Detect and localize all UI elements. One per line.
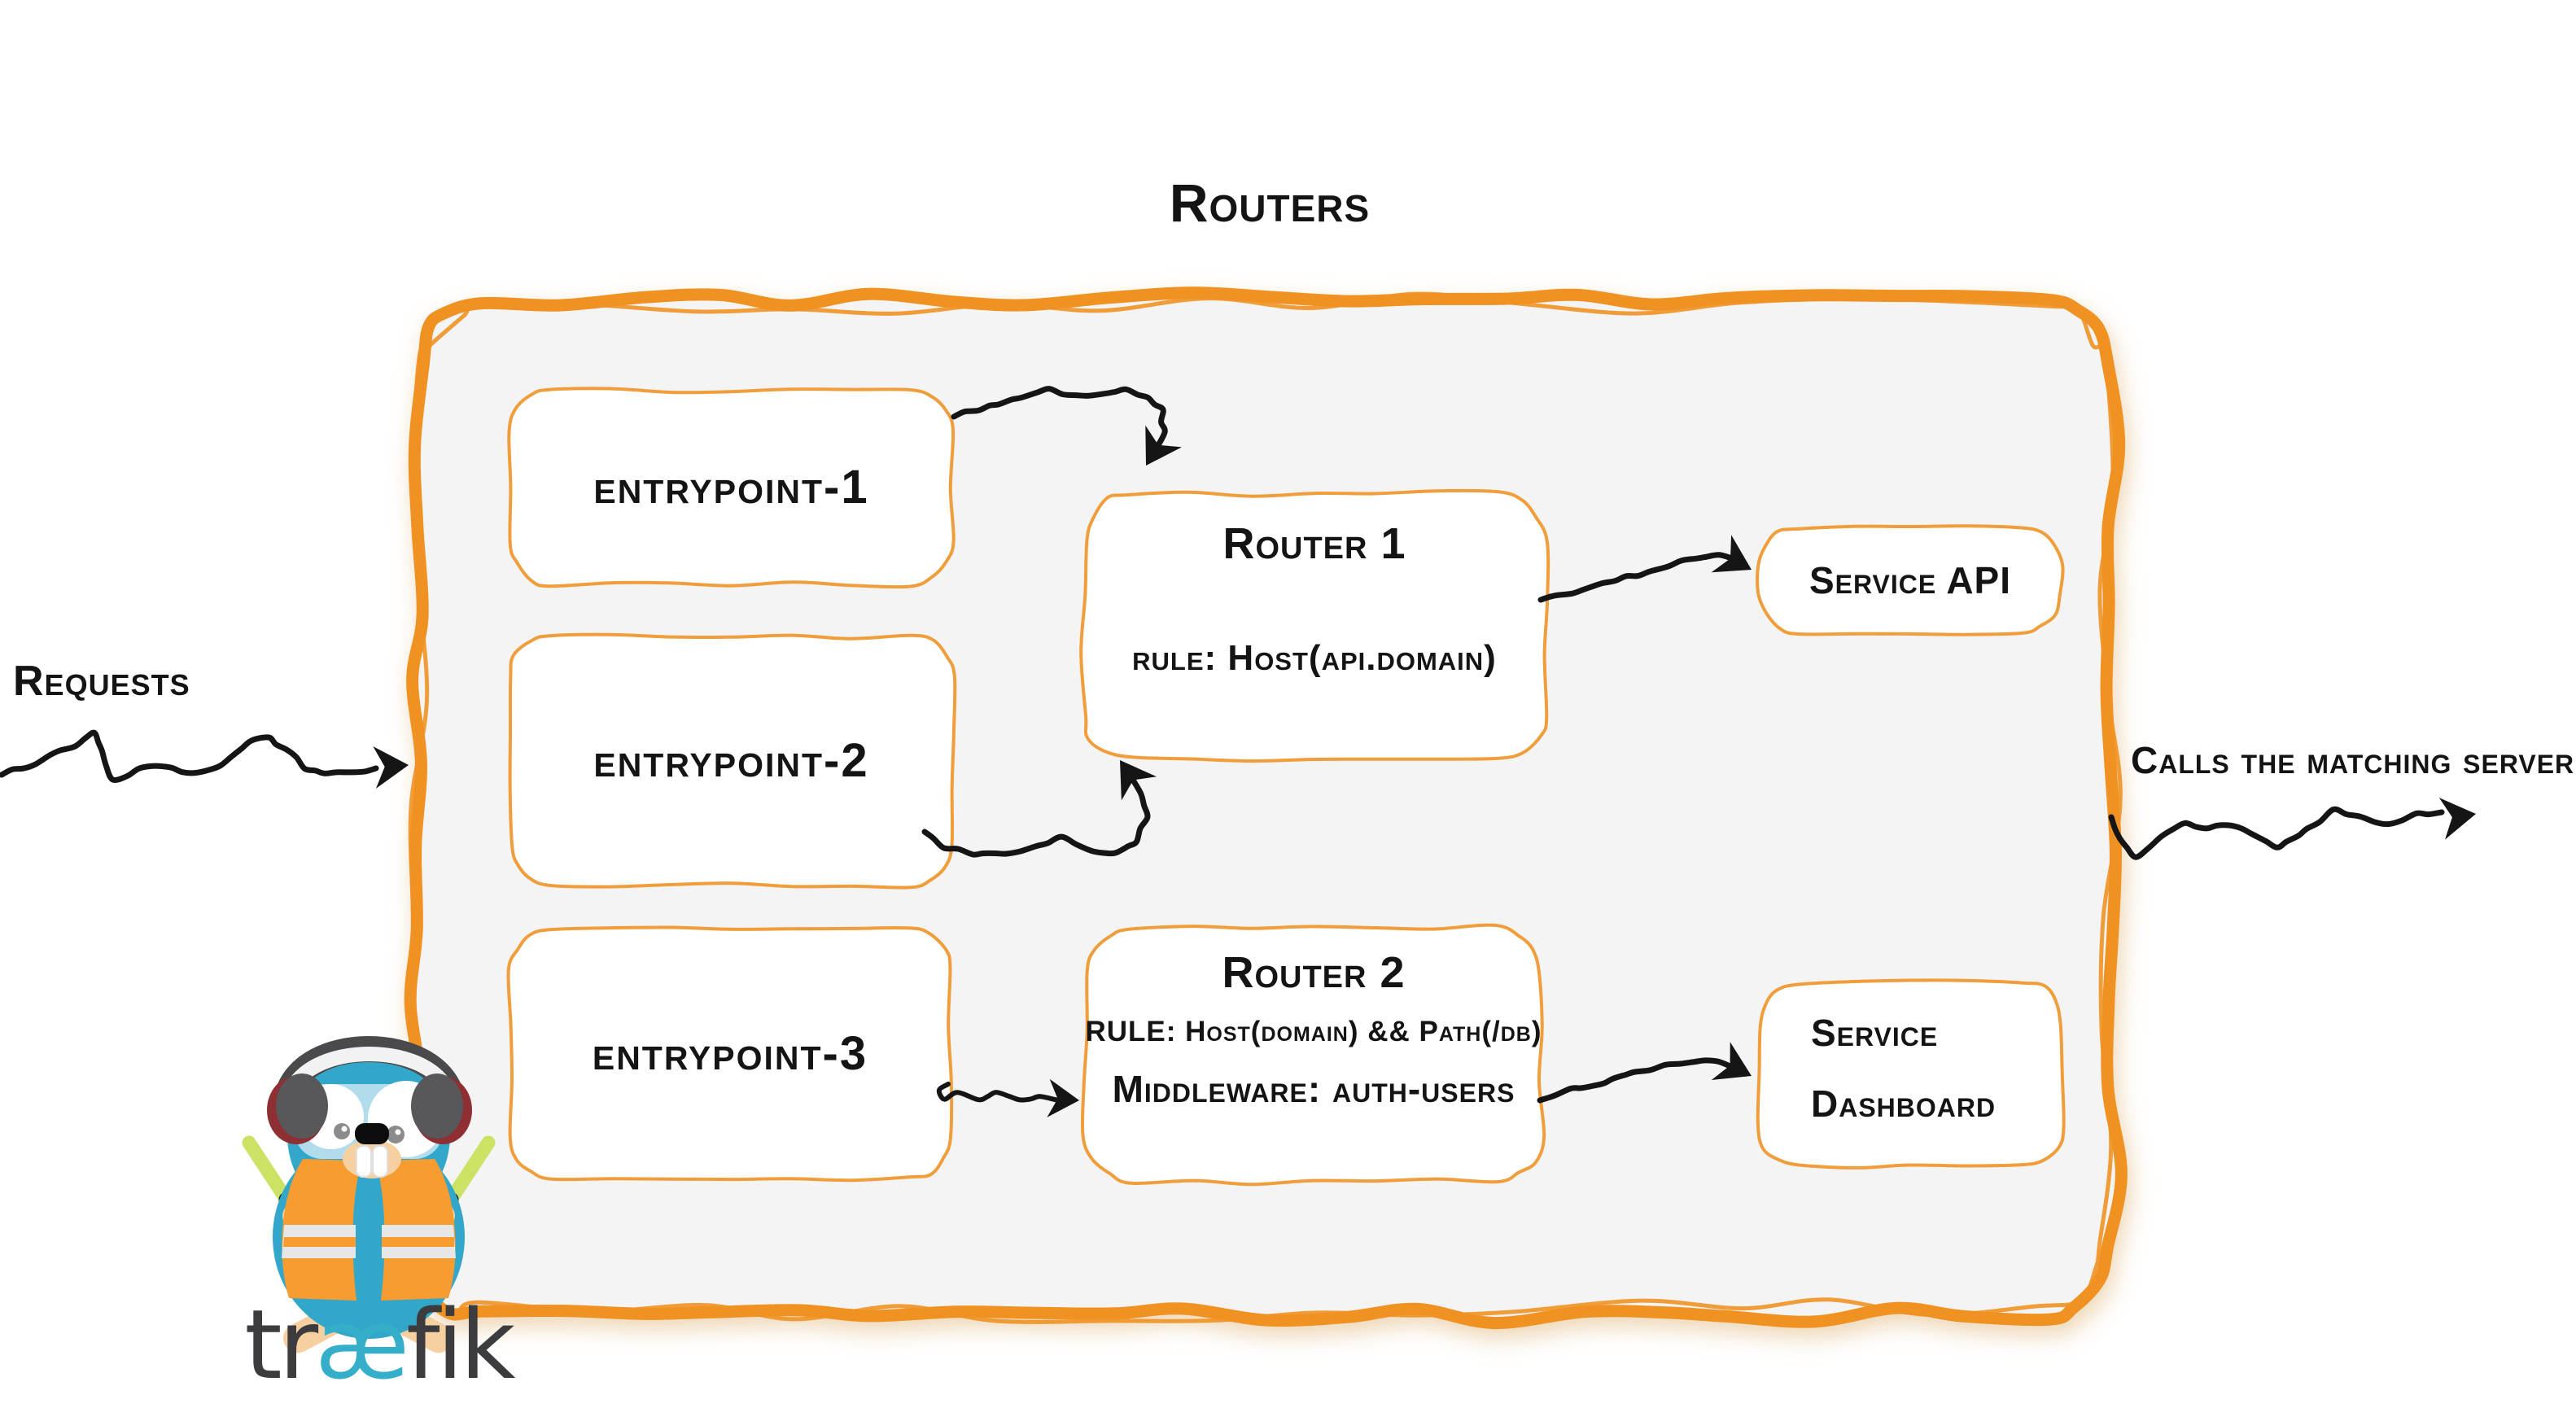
arrow-entrypoint1-to-router1 [951, 386, 1168, 453]
router-2-rule: RULE: Host(domain) && Path(/db) [1085, 1016, 1542, 1047]
arrow-entrypoint2-to-router1-arrowhead [1120, 760, 1157, 801]
vest-right-stripe-inner [382, 1237, 454, 1247]
gopher-tooth-left [356, 1145, 372, 1178]
service-dashboard-line-2: Dashboard [1811, 1082, 1997, 1126]
service-api-box [1756, 524, 2065, 636]
arrow-router2-to-service-dashboard-arrowhead [1711, 1042, 1752, 1080]
entrypoint-2-box [508, 632, 957, 890]
diagram-title: Routers [1169, 173, 1371, 233]
gopher-nose [355, 1123, 389, 1144]
gopher-tooth-right [372, 1145, 388, 1178]
calls-matching-server-label: Calls the matching server [2131, 739, 2575, 781]
service-dashboard-label: Service Dashboard [1811, 998, 1996, 1140]
arrow-router1-to-service-api [1537, 552, 1737, 603]
left-baton [242, 1135, 294, 1207]
left-pupil-highlight [341, 1126, 348, 1132]
router-1-box [1079, 488, 1550, 763]
entrypoint-2-label: entrypoint-2 [593, 733, 869, 787]
vest-left-stripe-inner [283, 1237, 356, 1247]
service-api-label: Service API [1809, 558, 2011, 601]
arrow-entrypoint1-to-router1-arrowhead [1145, 425, 1182, 466]
entrypoint-3-label: entrypoint-3 [592, 1026, 868, 1080]
arrow-requests [0, 729, 379, 783]
entrypoint-3-box [506, 925, 954, 1183]
right-earcup [411, 1073, 463, 1139]
requests-label: Requests [13, 658, 190, 705]
service-dashboard-line-1: Service [1811, 1012, 1939, 1054]
left-pupil [334, 1123, 350, 1139]
arrow-entrypoint3-to-router2 [936, 1082, 1061, 1103]
right-pupil [387, 1126, 405, 1143]
right-pupil-highlight [395, 1129, 401, 1135]
entrypoint-1-box [507, 387, 956, 589]
left-earcup [276, 1073, 328, 1139]
traefik-wordmark: træfik [210, 1292, 547, 1398]
wordmark-post: fik [405, 1288, 516, 1401]
arrow-router2-to-service-dashboard [1537, 1057, 1737, 1104]
wordmark-ae: æ [315, 1288, 409, 1401]
router-2-box [1080, 923, 1546, 1187]
arrow-entrypoint2-to-router1 [921, 774, 1151, 858]
arrow-calls-arrowhead [2438, 798, 2476, 840]
router-1-title: Router 1 [1222, 519, 1406, 568]
router-2-middleware: Middleware: auth-users [1112, 1068, 1515, 1110]
arrow-router1-to-service-api-arrowhead [1711, 535, 1752, 573]
wordmark-pre: tr [244, 1288, 318, 1401]
right-baton [444, 1135, 496, 1207]
service-dashboard-box [1756, 978, 2066, 1170]
entrypoint-1-label: entrypoint-1 [593, 460, 869, 514]
router-2-title: Router 2 [1222, 948, 1406, 997]
traefik-mascot [242, 1036, 496, 1353]
arrow-entrypoint3-to-router2-arrowhead [1047, 1078, 1079, 1117]
router-1-rule: rule: Host(api.domain) [1132, 638, 1497, 678]
arrow-calls [2108, 806, 2445, 860]
arrow-requests-arrowhead [373, 746, 409, 789]
